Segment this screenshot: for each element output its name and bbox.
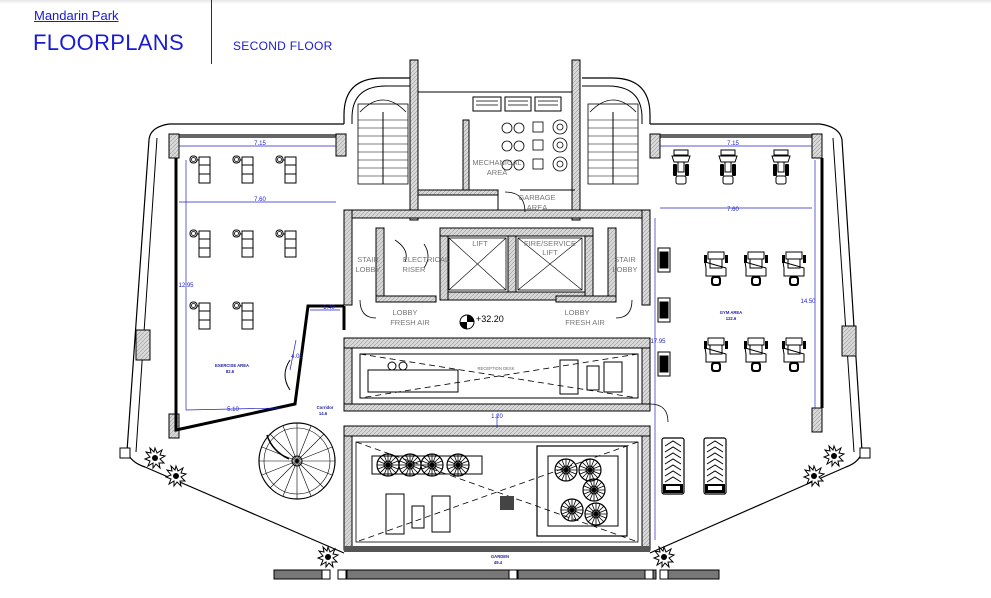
dim-left-width: 7.60	[254, 197, 266, 203]
electrical-label-1: ELECTRICAL	[403, 255, 449, 264]
exercise-area: 82.6	[226, 369, 235, 374]
gym-label: GYM AREA	[720, 310, 742, 315]
fire-lift-label-1: FIRE/SERVICE	[524, 239, 576, 248]
dim-left-height: 12.95	[178, 283, 194, 289]
gym-area: 122.6	[726, 316, 737, 321]
electrical-label-2: RISER	[403, 265, 427, 274]
garden-area	[343, 425, 651, 552]
reception-band	[343, 337, 669, 423]
garden-area-value: 49.4	[494, 560, 503, 565]
garbage-label-2: AREA	[527, 203, 547, 212]
lift-label: LIFT	[472, 239, 488, 248]
project-link[interactable]: Mandarin Park	[34, 8, 119, 23]
left-wing-walls	[119, 133, 347, 459]
spiral-stair	[258, 422, 336, 500]
dim-left-diag: 4.05	[291, 354, 303, 360]
dim-right-inner: 17.95	[650, 339, 666, 345]
dim-left-small: 1.40	[323, 305, 335, 311]
dim-right-width: 7.60	[727, 207, 739, 213]
page-header: Mandarin Park FLOORPLANS SECOND FLOOR	[0, 0, 991, 70]
lobby-left-2: FRESH AIR	[390, 318, 430, 327]
level-marker: +32.20	[459, 314, 504, 330]
header-divider	[211, 0, 212, 64]
stair-lobby-right-1: STAIR	[614, 255, 636, 264]
page-title: FLOORPLANS	[33, 30, 184, 55]
level-mark-text: +32.20	[476, 314, 504, 324]
dim-right-top: 7.15	[727, 141, 739, 147]
mechanical-label-2: AREA	[487, 168, 507, 177]
right-wing-walls	[649, 133, 871, 459]
dim-right-height: 14.50	[800, 299, 816, 305]
gym-equipment	[657, 149, 807, 495]
exercise-label: EXERCISE AREA	[215, 363, 249, 368]
dim-left-bottom: 5.10	[227, 407, 239, 413]
lobby-left-1: LOBBY	[392, 308, 417, 317]
lobby-right-2: FRESH AIR	[565, 318, 605, 327]
bottom-facade	[273, 569, 720, 580]
dim-left-top: 7.15	[254, 141, 266, 147]
room-labels: MECHANICAL AREA GARBAGE AREA LIFT FIRE/S…	[355, 158, 637, 327]
corridor-label: Corridor	[317, 405, 334, 410]
reception-label: RECEPTION DESK	[478, 366, 515, 371]
outer-shell	[126, 59, 863, 554]
stair-lobby-right-2: LOBBY	[612, 265, 637, 274]
exercise-machines	[189, 155, 297, 330]
floor-label: SECOND FLOOR	[233, 39, 333, 53]
garbage-label-1: GARBAGE	[518, 193, 555, 202]
mechanical-label-1: MECHANICAL	[472, 158, 521, 167]
garden-label: GARDEN	[491, 554, 509, 559]
core-walls	[343, 96, 651, 319]
dimension-lines	[179, 145, 816, 540]
dimension-labels: 7.15 7.60 12.95 1.40 4.05 5.10 7.15 7.60…	[178, 141, 816, 420]
corridor-area: 14.6	[319, 411, 328, 416]
stair-lobby-left-2: LOBBY	[355, 265, 380, 274]
dim-center-gap: 1.20	[491, 414, 503, 420]
top-shadow-bar	[0, 0, 991, 4]
area-labels: RECEPTION DESK EXERCISE AREA 82.6 Corrid…	[215, 310, 742, 565]
lobby-right-1: LOBBY	[564, 308, 589, 317]
fire-lift-label-2: LIFT	[542, 248, 558, 257]
stair-lobby-left-1: STAIR	[357, 255, 379, 264]
